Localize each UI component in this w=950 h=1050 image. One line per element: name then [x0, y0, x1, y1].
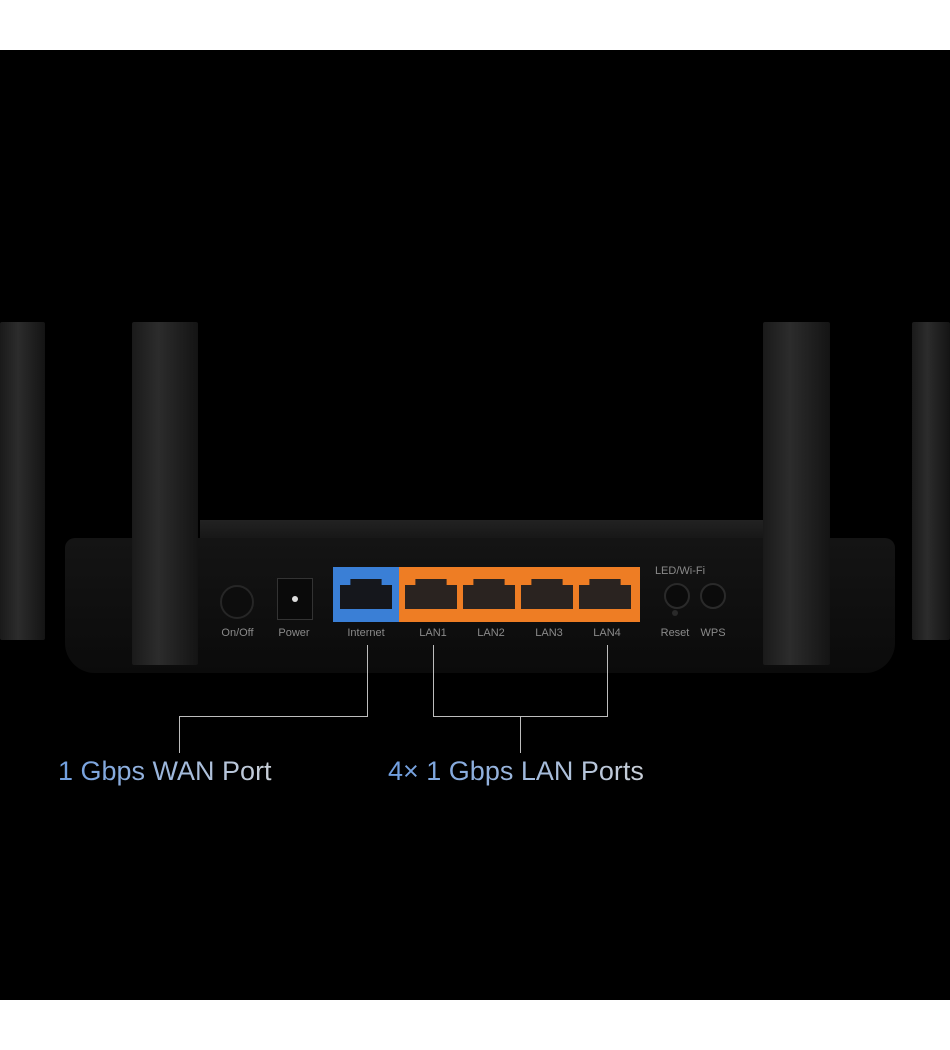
lan-callout-text: 4× 1 Gbps LAN Ports	[388, 756, 644, 786]
wan-callout-text: 1 Gbps WAN Port	[58, 756, 272, 786]
antenna-inner-right	[763, 322, 830, 665]
lan-callout-line	[520, 716, 521, 753]
on-off-label: On/Off	[221, 627, 254, 639]
lan-port	[521, 579, 573, 609]
wan-port	[340, 579, 392, 609]
wan-callout-line	[367, 645, 368, 717]
wan-port-block	[333, 567, 399, 622]
led-wifi-label: LED/Wi-Fi	[654, 565, 706, 577]
lan4-label: LAN4	[593, 627, 621, 639]
wps-label: WPS	[700, 627, 726, 639]
wan-callout-line	[179, 716, 368, 717]
wan-callout-line	[179, 716, 180, 753]
antenna-inner-left	[132, 322, 198, 665]
antenna-outer-right	[912, 322, 950, 640]
internet-label: Internet	[347, 627, 385, 639]
led-wifi-button	[664, 583, 690, 609]
power-switch	[220, 585, 254, 619]
lan-port	[463, 579, 515, 609]
lan3-label: LAN3	[535, 627, 563, 639]
power-label: Power	[278, 627, 310, 639]
lan-callout-line	[607, 645, 608, 717]
router-top-panel	[200, 520, 765, 542]
lan-port	[579, 579, 631, 609]
power-jack	[277, 578, 313, 620]
lan1-label: LAN1	[419, 627, 447, 639]
lan2-label: LAN2	[477, 627, 505, 639]
antenna-outer-left	[0, 322, 45, 640]
lan-callout-line	[433, 645, 434, 717]
lan-port-block	[399, 567, 640, 622]
wps-button	[700, 583, 726, 609]
product-image: On/Off Power Internet LAN1 LAN2 LAN3 LAN…	[0, 50, 950, 1000]
reset-pinhole	[672, 610, 678, 616]
reset-label: Reset	[660, 627, 690, 639]
lan-port	[405, 579, 457, 609]
